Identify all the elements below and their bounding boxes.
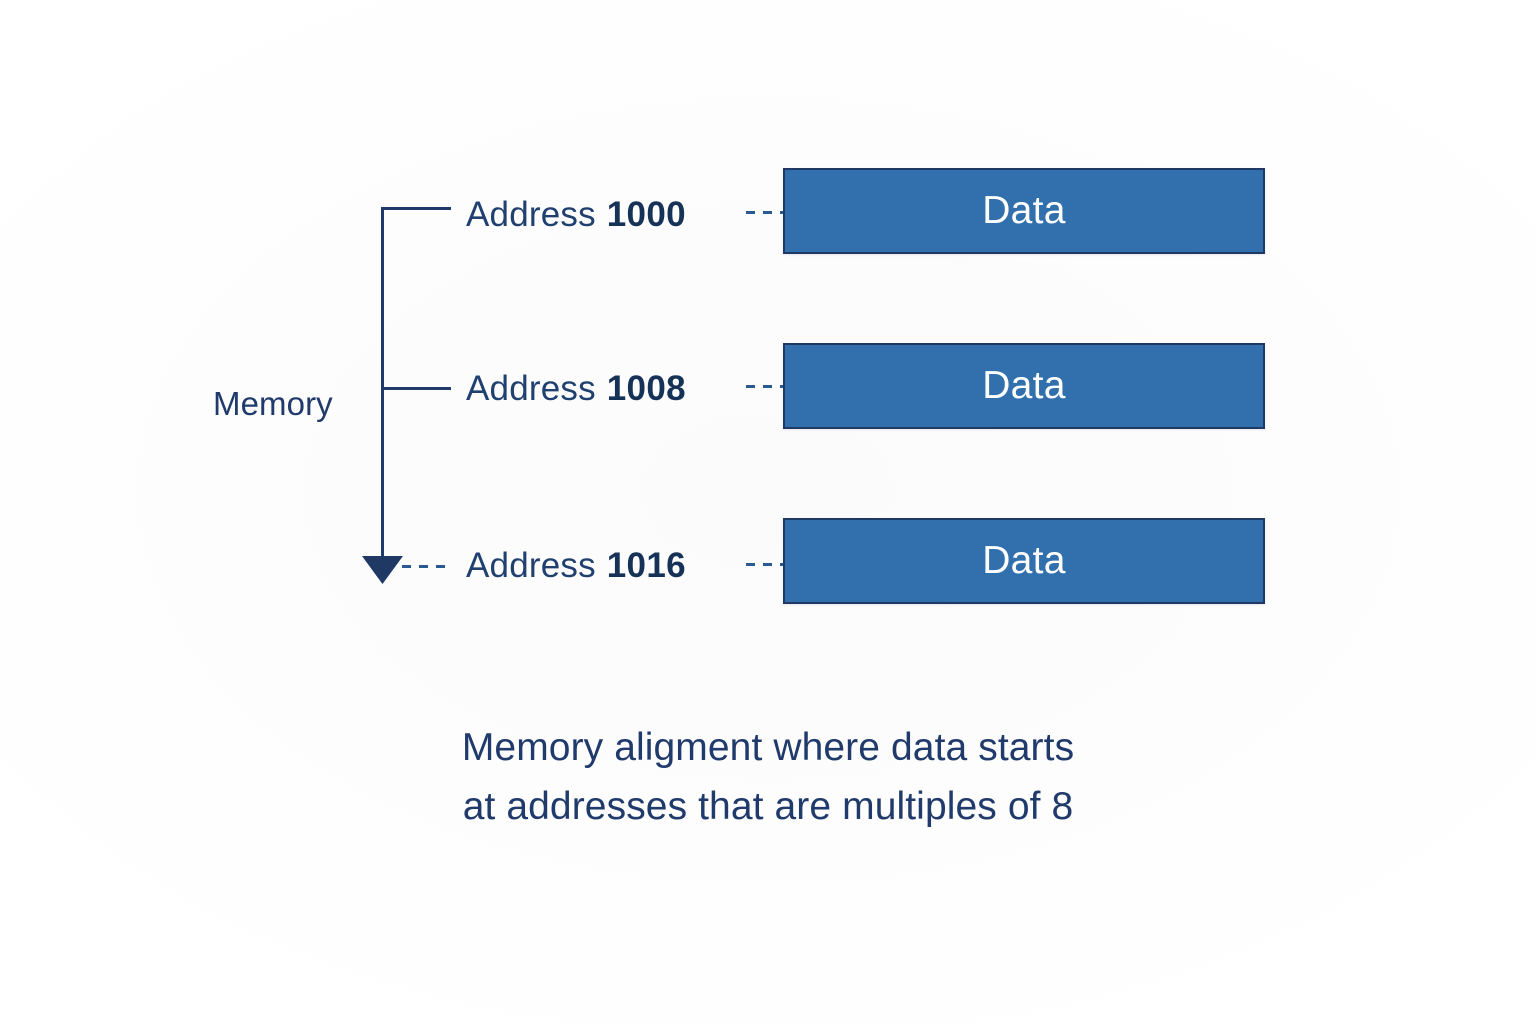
address-row-1: Address 1000 — [466, 192, 686, 238]
caption-line-2: at addresses that are multiples of 8 — [462, 785, 1074, 828]
address-word-2: Address — [466, 369, 596, 408]
address-row-2: Address 1008 — [466, 366, 686, 412]
data-box-1: Data — [783, 168, 1265, 254]
address-word-1: Address — [466, 195, 596, 234]
bracket-arrowhead-icon — [362, 556, 403, 584]
data-box-label-1: Data — [982, 189, 1066, 232]
caption: Memory aligment where data starts at add… — [0, 718, 1536, 836]
caption-line-1: Memory aligment where data starts — [461, 726, 1075, 769]
data-box-3: Data — [783, 518, 1265, 604]
address-number-3: 1016 — [606, 546, 686, 585]
address-row-3: Address 1016 — [466, 543, 686, 589]
address-number-1: 1000 — [606, 195, 686, 234]
memory-label: Memory — [213, 385, 333, 422]
data-box-2: Data — [783, 343, 1265, 429]
address-word-3: Address — [466, 546, 596, 585]
data-box-label-2: Data — [982, 364, 1066, 407]
data-box-label-3: Data — [982, 539, 1066, 582]
address-number-2: 1008 — [606, 369, 686, 408]
